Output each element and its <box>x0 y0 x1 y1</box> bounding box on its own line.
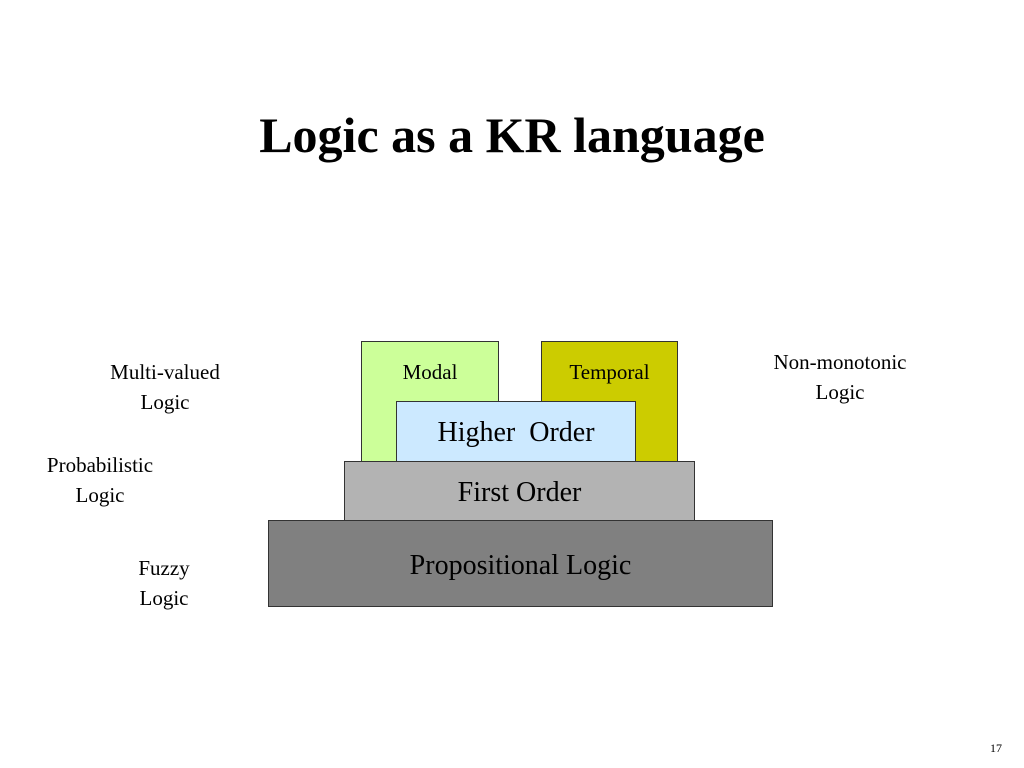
first-order-logic-box: First Order <box>344 461 695 523</box>
propositional-logic-label: Propositional Logic <box>409 550 632 581</box>
non-monotonic-logic-label: Non-monotonic Logic <box>750 347 930 407</box>
fuzzy-line2: Logic <box>139 586 189 610</box>
slide-title: Logic as a KR language <box>259 107 765 163</box>
propositional-logic-box: Propositional Logic <box>268 520 773 607</box>
non-monotonic-line1: Non-monotonic <box>773 350 907 374</box>
page-number: 17 <box>990 741 1002 755</box>
first-order-logic-label: First Order <box>457 477 582 508</box>
probabilistic-line1: Probabilistic <box>46 453 154 477</box>
higher-order-logic-label: Higher Order <box>437 417 595 448</box>
fuzzy-line1: Fuzzy <box>138 556 190 580</box>
modal-logic-label: Modal <box>402 360 458 384</box>
probabilistic-line2: Logic <box>75 483 125 507</box>
higher-order-logic-box: Higher Order <box>396 401 636 463</box>
multi-valued-logic-label: Multi-valued Logic <box>85 357 245 417</box>
temporal-logic-label: Temporal <box>569 360 650 384</box>
fuzzy-logic-label: Fuzzy Logic <box>104 553 224 613</box>
probabilistic-logic-label: Probabilistic Logic <box>20 450 180 510</box>
multi-valued-line2: Logic <box>140 390 190 414</box>
non-monotonic-line2: Logic <box>815 380 865 404</box>
multi-valued-line1: Multi-valued <box>110 360 220 384</box>
